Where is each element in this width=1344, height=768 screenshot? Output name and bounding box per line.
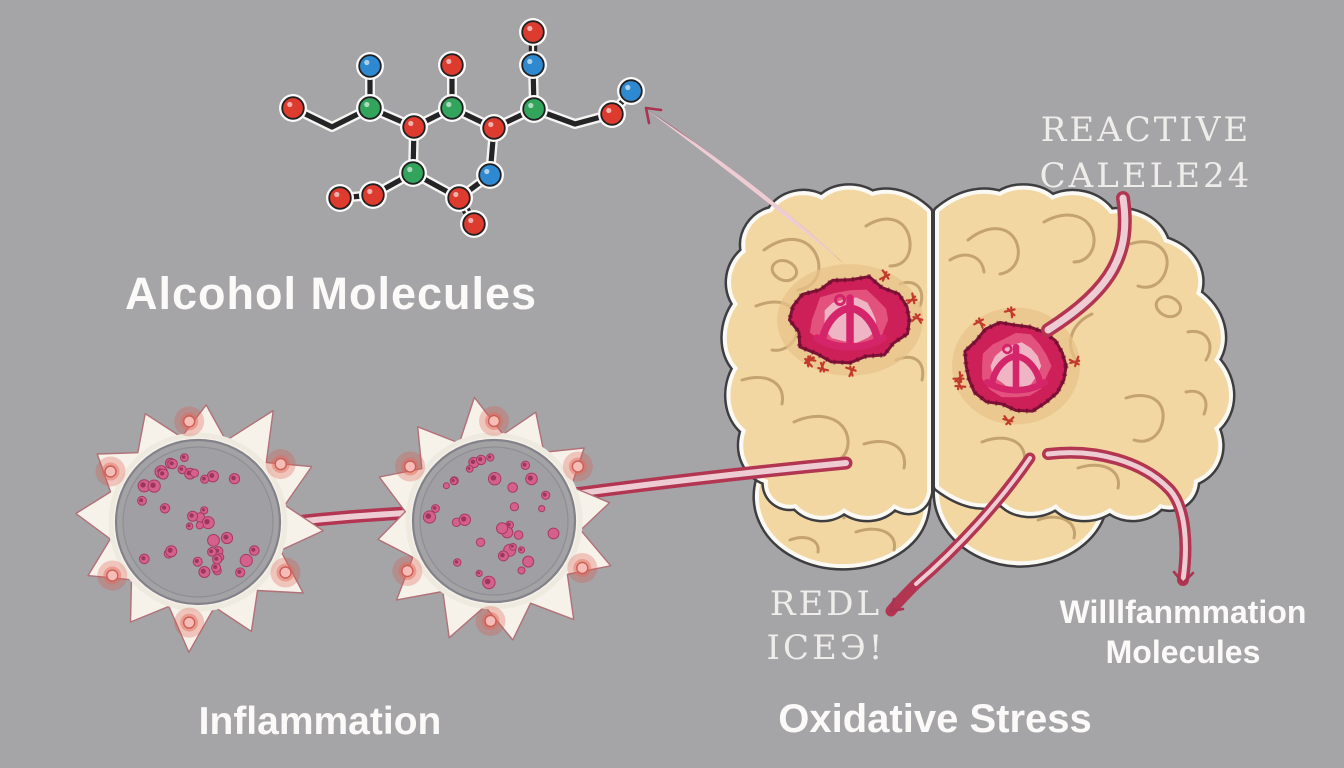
glow-node [562,451,593,482]
brain-illustration [720,183,1236,571]
alcohol-molecule-structure [279,18,645,238]
redl-label-line1: REDL [769,584,883,624]
inflammation-label: Inflammation [198,700,442,743]
atom-red [359,181,387,209]
atom-green [356,94,384,122]
ribbon-brain-to-inflammation-molecules [1042,446,1195,586]
glow-node [174,406,205,437]
ribbon-brain-to-redl [885,452,1036,617]
atom-green [399,159,427,187]
oxidative-stress-label: Oxidative Stress [778,697,1092,741]
inflammation-cells [75,396,612,653]
reactive-label-line1: REACTIVE [1040,110,1252,150]
atom-red [438,51,466,79]
atom-red [519,18,547,46]
atom-blue [356,52,384,80]
brain-lesion [777,264,924,378]
irritation-mark [879,269,891,282]
atom-blue [519,51,547,79]
redl-label-line2: ICEЭ! [766,628,886,669]
atom-blue [476,161,504,189]
brain-lesions [777,264,1081,426]
brain-hemisphere-right [932,183,1236,523]
atom-green [520,95,548,123]
immune-cell [75,404,324,653]
reactive-label: REACTIVE CALELE24 [986,108,1306,200]
glow-node [395,451,426,482]
atom-blue [617,77,645,105]
atom-red [480,114,508,142]
atom-red [445,184,473,212]
alcohol-molecules-label: Alcohol Molecules [125,268,538,319]
atom-green [438,94,466,122]
glow-node [392,556,423,586]
irritation-mark [911,313,924,324]
irritation-mark [973,317,986,329]
reactive-label-line2: CALELE24 [1039,155,1253,196]
glow-node [479,406,509,436]
atom-red [279,94,307,122]
irritation-mark [1002,415,1015,426]
glow-node [567,552,598,583]
immune-cell [377,396,612,641]
arrow-lesion-to-molecule [644,106,843,263]
irritation-mark [954,378,967,391]
irritation-mark [1068,355,1081,368]
inflammation-molecules-line2: Molecules [1105,634,1261,670]
inflammation-molecules-label: Willlfanmmation Molecules [1013,592,1344,672]
glow-node [95,456,126,487]
atom-red [460,210,488,238]
irritation-mark [803,355,815,368]
glow-node [97,560,128,591]
irritation-mark [1003,306,1016,319]
irritation-mark [952,371,965,384]
inflammation-molecules-line1: Willlfanmmation [1059,594,1307,630]
redl-label: REDL ICEЭ! [716,582,936,670]
ribbon-reactive-to-lesion [1041,191,1132,337]
glow-node [174,607,205,638]
glow-node [475,605,506,636]
irritation-mark [845,365,857,378]
irritation-mark [905,292,918,305]
glow-node [270,557,301,588]
atom-red [598,100,626,128]
irritation-mark [817,361,830,373]
atom-red [326,184,354,212]
glow-node [265,449,296,480]
atom-red [400,113,428,141]
